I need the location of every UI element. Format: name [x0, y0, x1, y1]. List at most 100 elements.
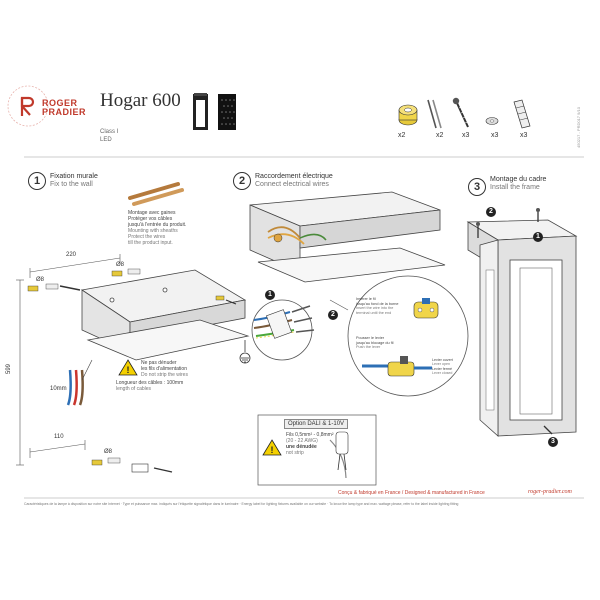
connector-side-view — [362, 356, 432, 377]
made-in-france: Conçu & fabriqué en France / Designed & … — [338, 490, 485, 496]
dimension-110-label: 110 — [54, 434, 64, 440]
warning-line: Ne pas dénuder — [141, 360, 177, 366]
warning-triangle-icon: ! — [118, 359, 138, 376]
step1-title-fr: Fixation murale — [50, 173, 98, 180]
dimension-220 — [29, 254, 121, 278]
step1-fixings-top — [27, 268, 237, 305]
sheath-note-line: Protect the wires — [128, 234, 166, 240]
warning-line: Do not strip the wires — [141, 372, 188, 378]
product-title: Hogar 600 — [100, 90, 181, 111]
step1-sheath-illustration — [128, 182, 184, 206]
callout-line: Levier ouvert — [432, 358, 453, 362]
brand-name: ROGER PRADIER — [42, 99, 86, 117]
product-thumbnail-front — [193, 93, 208, 130]
step3-title-fr: Montage du cadre — [490, 176, 547, 183]
nut-icon — [398, 104, 418, 126]
callout-line: Insérer le fil — [356, 297, 376, 301]
callout-line: jusqu'au blocage du fil — [356, 340, 394, 345]
website-link[interactable]: roger-pradier.com — [528, 489, 572, 495]
svg-text:!: ! — [271, 445, 274, 455]
source-label: LED — [100, 137, 112, 143]
sheath-note-line: Montage avec gaines — [128, 210, 176, 216]
callout-lever-state: Levier ouvert Lever open Levier fermé Le… — [432, 358, 453, 376]
sheath-note-line: till the product input. — [128, 240, 173, 246]
washer-icon — [485, 117, 499, 125]
callout-line: jusqu'au fond de la borne — [356, 301, 399, 306]
callout-line: Lever closed — [432, 371, 453, 376]
step1-supply-wires — [66, 359, 93, 406]
product-class: Class I LED — [100, 128, 118, 144]
svg-text:!: ! — [127, 365, 130, 375]
rod-icon — [427, 99, 442, 129]
step2-title-en: Connect electrical wires — [255, 181, 329, 188]
part-qty-nut: x2 — [398, 132, 406, 139]
step3-badge-1: 1 — [533, 232, 543, 242]
step3-number: 3 — [468, 178, 486, 196]
section-line: not strip — [286, 450, 304, 456]
no-strip-warning: Ne pas dénuder les fils d'alimentation D… — [141, 360, 188, 378]
step3-frame — [466, 219, 578, 437]
step3-title-en: Install the frame — [490, 184, 540, 191]
step1-title-en: Fix to the wall — [50, 181, 93, 188]
step1-number: 1 — [28, 172, 46, 190]
dali-option-label: Option DALI & 1-10V — [284, 419, 349, 429]
sheath-note-line: Mounting with sheaths — [128, 228, 178, 234]
callout-line: Push the lever — [356, 345, 381, 350]
dimension-110 — [29, 440, 86, 458]
callout-line: Levier fermé — [432, 366, 452, 371]
step3-screws — [476, 208, 553, 435]
dimension-599 — [16, 279, 24, 466]
callout-line: terminal until the end — [356, 310, 392, 315]
callout-line: Lever open — [432, 362, 450, 367]
step2-mounting-box — [249, 191, 446, 283]
step2-badge-1: 1 — [265, 290, 275, 300]
cable-length-note: Longueur des câbles : 100mm length of ca… — [116, 380, 183, 392]
sheath-note-line: jusqu'à l'entrée du produit. — [128, 222, 187, 228]
product-thumbnail-perforated — [218, 94, 236, 130]
connector-top-view — [413, 298, 439, 319]
step3-title: Montage du cadre Install the frame — [490, 176, 546, 192]
callout-line: Insert the wire into the — [356, 306, 394, 311]
step3-badge-2: 2 — [486, 207, 496, 217]
wire-section-note: Fils 0,5mm² - 0,8mm² (20 - 22 AWG) une d… — [286, 432, 334, 456]
class-label: Class I — [100, 129, 119, 135]
brand-line2: PRADIER — [42, 107, 87, 117]
part-qty-washer: x3 — [491, 132, 499, 139]
callout-insert-wire: Insérer le fil jusqu'au fond de la borne… — [356, 297, 399, 315]
dimension-599-label: 599 — [6, 363, 13, 375]
step1-fixings-bottom — [91, 457, 173, 473]
ground-symbol-icon — [239, 340, 251, 364]
cable-note-line: Longueur des câbles : 100mm — [116, 380, 184, 386]
warning-triangle-icon: ! — [262, 439, 282, 456]
diameter-label: Ø8 — [36, 277, 45, 283]
cable-note-line: length of cables — [116, 386, 152, 392]
wall-plug-icon — [513, 99, 531, 129]
step1-mounting-box — [80, 269, 250, 361]
brand-logo — [7, 85, 49, 127]
brand-line1: ROGER — [42, 98, 78, 108]
step1-title: Fixation murale Fix to the wall — [50, 173, 98, 189]
diameter-label: Ø8 — [104, 449, 113, 455]
part-qty-wall-plug: x3 — [520, 132, 528, 139]
warning-line: les fils d'alimentation — [141, 366, 187, 372]
step2-title-fr: Raccordement électrique — [255, 173, 333, 180]
section-line: Fils 0,5mm² - 0,8mm² — [286, 432, 334, 438]
part-qty-screw: x3 — [462, 132, 470, 139]
sheath-note: Montage avec gaines Protéger vos câbles … — [128, 210, 186, 246]
reference-code: 450217 - PRD017 9/10 — [576, 107, 581, 148]
legal-notice: Caractéristiques de la lampe à dispositi… — [24, 502, 459, 506]
callout-push-lever: Pousser le levier jusqu'au blocage du fi… — [356, 336, 393, 350]
screw-icon — [452, 97, 469, 128]
callout-line: Pousser le levier — [356, 336, 385, 340]
section-line: (20 - 22 AWG) — [286, 438, 318, 444]
connector-instructions-callout — [329, 275, 469, 397]
step3-badge-3: 3 — [548, 437, 558, 447]
dimension-220-label: 220 — [66, 252, 77, 258]
step2-title: Raccordement électrique Connect electric… — [255, 173, 333, 189]
part-qty-rod: x2 — [436, 132, 444, 139]
step2-internal-wires — [267, 226, 327, 245]
step2-badge-2: 2 — [328, 310, 338, 320]
sheath-note-line: Protéger vos câbles — [128, 216, 173, 222]
diameter-label: Ø8 — [116, 262, 125, 268]
